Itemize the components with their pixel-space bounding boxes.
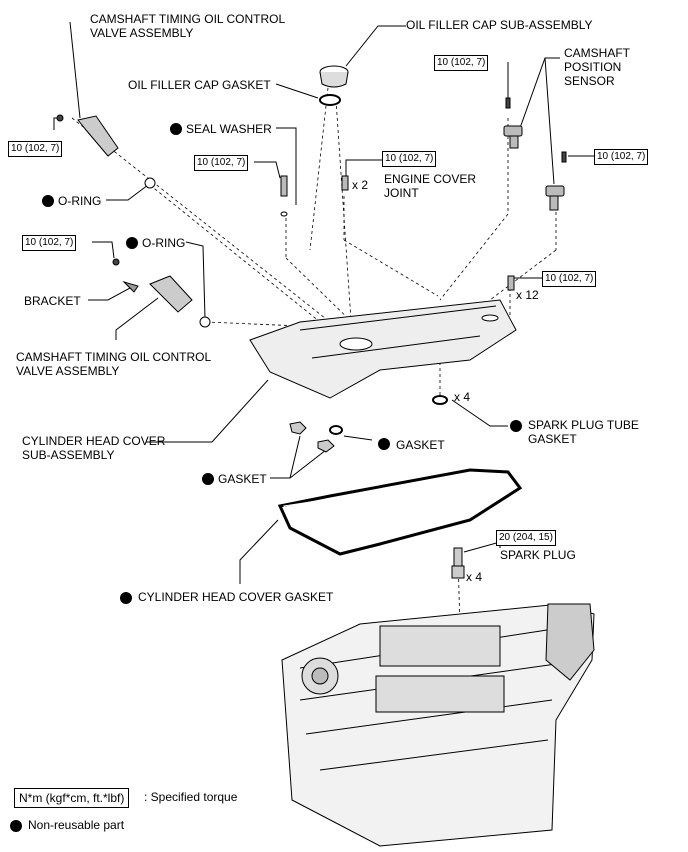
- leader-spark-plug: [463, 541, 501, 553]
- torque-box-seal-washer: 10 (102, 7): [194, 155, 249, 171]
- nonreusable-marker-head-cover-gasket: [120, 592, 132, 604]
- gasket-left: [289, 421, 335, 453]
- cylinder-head: [281, 603, 595, 847]
- engine-cover-joint: [341, 175, 349, 191]
- leader-oil-filler-cap: [345, 25, 406, 67]
- spark-plug-tube-gasket: [432, 395, 448, 405]
- cam-ocv-bottom: [112, 258, 193, 313]
- leader-seal-washer: [276, 127, 297, 205]
- qty-tube-gasket: x 4: [454, 390, 471, 404]
- leader-gasket-left-1: [270, 435, 301, 479]
- label-oil-filler-gasket: OIL FILLER CAP GASKET: [128, 78, 271, 92]
- torque-box-head-cover-bolts: 10 (102, 7): [542, 271, 597, 287]
- torque-box-spark-plug: 20 (204, 15): [496, 530, 556, 546]
- label-oring-mid: O-RING: [142, 236, 186, 250]
- oring-top: [144, 177, 156, 189]
- nonreusable-marker-gasket-left: [202, 473, 214, 485]
- leader-head-cover-gasket: [239, 519, 279, 584]
- leader-cam-ocv-bottom: [115, 297, 159, 340]
- legend-torque-unit: N*m (kgf*cm, ft.*lbf): [14, 788, 130, 808]
- label-bracket: BRACKET: [24, 294, 81, 308]
- nonreusable-marker-spark-tube: [510, 420, 522, 432]
- oring-mid: [199, 316, 211, 328]
- leader-oring-top: [106, 184, 149, 201]
- leader-cam-ocv-top: [69, 21, 81, 119]
- cylinder-head-cover-gasket: [277, 468, 523, 556]
- leader-gasket-left-2: [289, 449, 327, 479]
- spark-plug: [451, 547, 465, 579]
- legend-nonreusable-text: Non-reusable part: [28, 818, 125, 832]
- torque-box-ocv-top: 10 (102, 7): [8, 141, 63, 157]
- seal-washer-bolt: [280, 175, 288, 217]
- leader-spark-tube: [451, 399, 508, 427]
- legend-nonreusable-icon: [10, 820, 22, 832]
- leader-torque-3: [254, 161, 281, 179]
- cylinder-head-cover: [249, 299, 517, 399]
- cam-ocv-top: [56, 114, 119, 157]
- leader-oil-filler-gasket: [275, 83, 319, 99]
- label-gasket-left: GASKET: [218, 472, 267, 486]
- nonreusable-marker-seal-washer: [170, 123, 182, 135]
- leader-gasket-right: [343, 435, 373, 441]
- qty-bolts: x 12: [516, 288, 539, 302]
- oil-filler-cap: [319, 65, 349, 88]
- torque-box-joint: 10 (102, 7): [382, 151, 437, 167]
- oil-filler-gasket: [319, 94, 341, 106]
- label-seal-washer: SEAL WASHER: [186, 122, 272, 136]
- gasket-right: [329, 425, 343, 435]
- leader-head-cover: [146, 379, 269, 443]
- torque-box-sensor-2: 10 (102, 7): [594, 149, 649, 165]
- label-oil-filler-cap: OIL FILLER CAP SUB-ASSEMBLY: [406, 18, 593, 32]
- torque-box-ocv-bottom: 10 (102, 7): [22, 235, 77, 251]
- torque-box-sensor-1: 10 (102, 7): [434, 55, 489, 71]
- nonreusable-marker-oring-top: [42, 195, 54, 207]
- label-oring-top: O-RING: [58, 194, 102, 208]
- leader-cam-sensor-1: [519, 57, 560, 129]
- legend-torque-desc: : Specified torque: [144, 790, 238, 804]
- cam-position-sensor-1: [503, 97, 523, 149]
- label-spark-plug: SPARK PLUG: [500, 548, 576, 562]
- nonreusable-marker-gasket-right: [378, 438, 390, 450]
- nonreusable-marker-oring-mid: [126, 237, 138, 249]
- label-head-cover-gasket: CYLINDER HEAD COVER GASKET: [138, 590, 334, 604]
- head-cover-bolt: [507, 275, 515, 291]
- qty-joint: x 2: [352, 178, 369, 192]
- cam-position-sensor-2: [545, 151, 567, 211]
- leader-torque-5: [92, 241, 115, 259]
- leader-bracket: [88, 287, 131, 301]
- qty-spark-plug: x 4: [466, 570, 483, 584]
- label-gasket-right: GASKET: [396, 438, 445, 452]
- leader-torque-4: [345, 159, 384, 176]
- leader-cam-sensor-2: [544, 57, 555, 185]
- leader-oring-mid: [185, 241, 206, 319]
